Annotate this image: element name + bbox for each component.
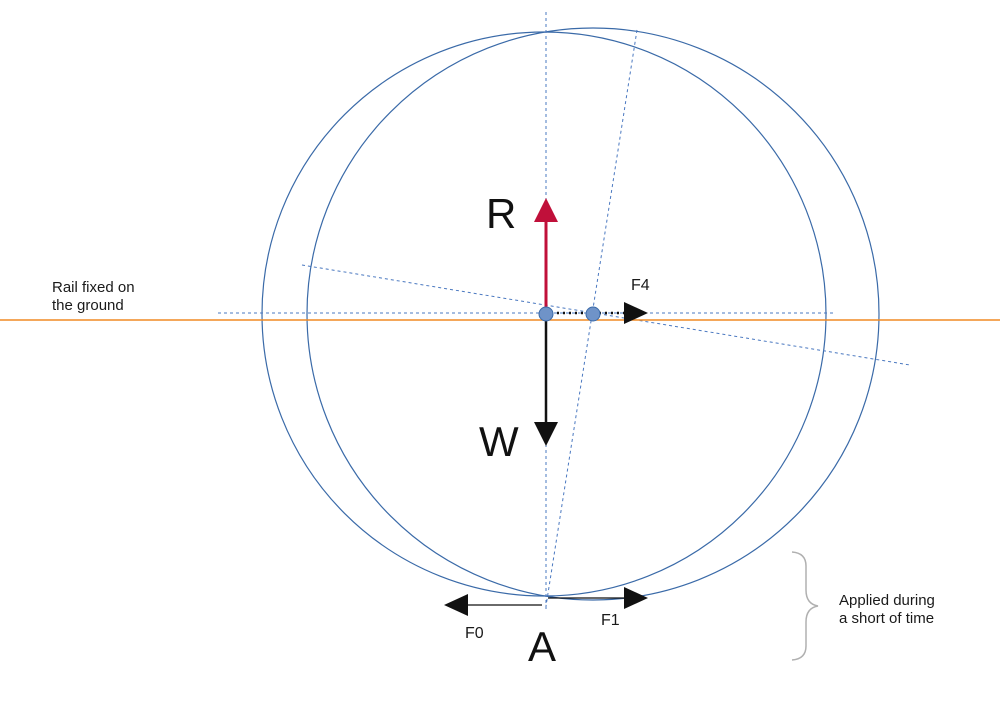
- rail-label-line1: Rail fixed on: [52, 279, 135, 296]
- force-F4-arrowhead: [624, 302, 648, 324]
- applied-label-line1: Applied during: [839, 592, 935, 609]
- label-F4: F4: [631, 277, 650, 294]
- label-A: A: [528, 623, 557, 670]
- label-R: R: [486, 190, 517, 237]
- center-dot-left: [538, 306, 554, 322]
- force-R-arrow: [534, 198, 558, 313]
- curly-brace: [791, 551, 819, 661]
- label-F0: F0: [465, 625, 484, 642]
- rail-label-line2: the ground: [52, 297, 124, 314]
- force-F0-arrow: [444, 594, 542, 616]
- center-dot-right: [585, 306, 601, 322]
- force-W-arrow: [534, 316, 558, 446]
- applied-label-line2: a short of time: [839, 610, 935, 627]
- tilted-dashed-axis: [545, 29, 638, 607]
- rail-label: Rail fixed on the ground: [52, 279, 135, 315]
- label-W: W: [479, 418, 519, 465]
- wheel-circle-right: [306, 27, 880, 601]
- label-F1: F1: [601, 612, 620, 629]
- tilted-horizontal-dashed-axis: [301, 264, 911, 366]
- force-F1-arrow: [548, 587, 648, 609]
- applied-label: Applied during a short of time: [839, 592, 935, 628]
